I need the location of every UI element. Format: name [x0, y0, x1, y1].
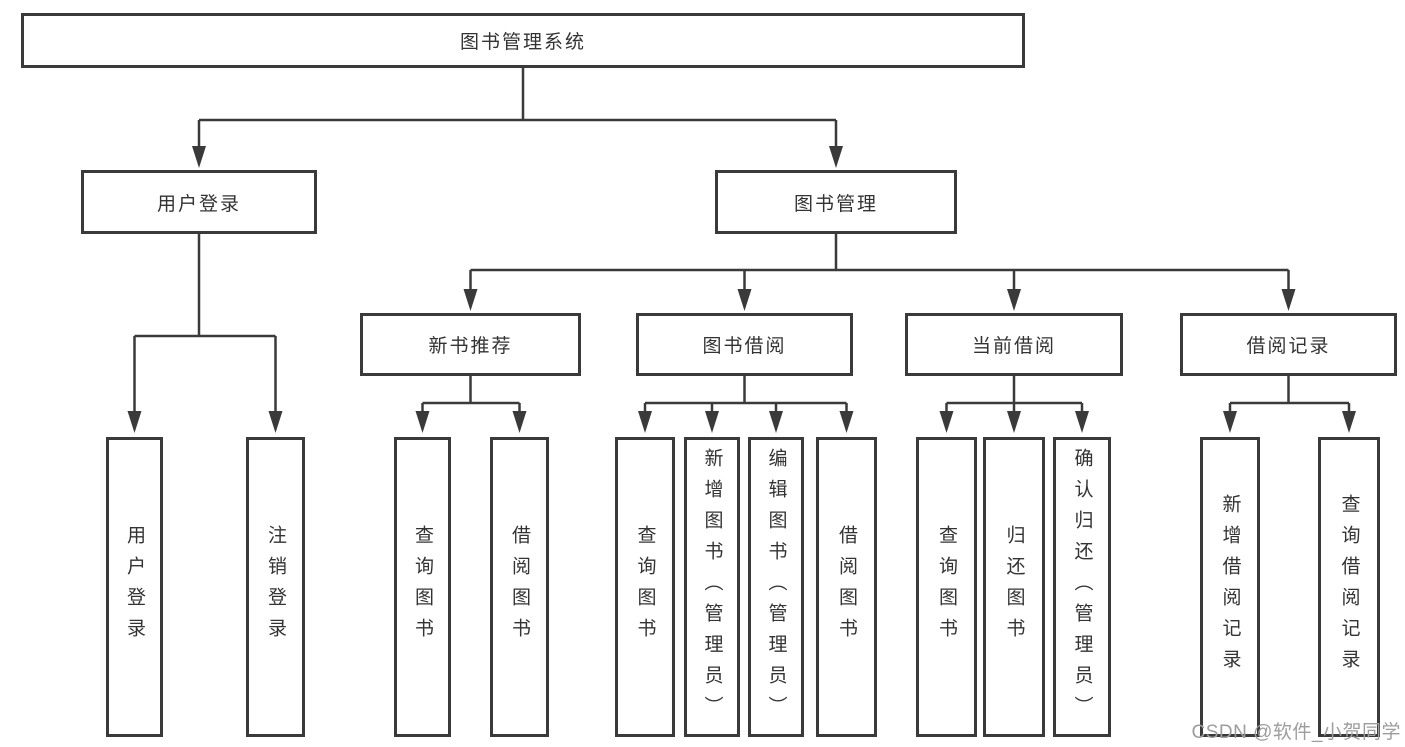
leaf-user-login: 用户登录: [106, 437, 163, 737]
leaf-confirm-return-admin: 确认归还（管理员）: [1053, 437, 1111, 737]
node-library-system-label: 图书管理系统: [459, 32, 586, 53]
leaf-query-books-borrowing-label: 查询图书: [634, 525, 656, 649]
leaf-return-books: 归还图书: [983, 437, 1045, 737]
leaf-return-books-label: 归还图书: [1003, 525, 1025, 649]
leaf-query-books-current: 查询图书: [916, 437, 977, 737]
node-borrow-records: 借阅记录: [1180, 313, 1397, 376]
leaf-query-books-recommend: 查询图书: [394, 437, 451, 737]
leaf-query-borrow-record: 查询借阅记录: [1318, 437, 1380, 737]
node-user-login: 用户登录: [81, 170, 317, 234]
node-library-system: 图书管理系统: [21, 13, 1025, 68]
leaf-add-borrow-record: 新增借阅记录: [1200, 437, 1260, 737]
arrowheads: [127, 146, 1356, 433]
node-book-borrowing-label: 图书借阅: [702, 336, 787, 357]
csdn-watermark: CSDN @软件_小贺同学: [1191, 722, 1401, 743]
leaf-add-borrow-record-label: 新增借阅记录: [1219, 494, 1241, 680]
leaf-borrow-books-borrowing: 借阅图书: [816, 437, 877, 737]
node-user-login-label: 用户登录: [156, 193, 241, 215]
leaf-borrow-books-recommend-label: 借阅图书: [509, 525, 530, 649]
leaf-edit-book-admin-label: 编辑图书（管理员）: [765, 447, 787, 727]
node-current-borrowing-label: 当前借阅: [971, 336, 1056, 357]
leaf-query-books-borrowing: 查询图书: [615, 437, 675, 737]
node-current-borrowing: 当前借阅: [905, 313, 1123, 376]
leaf-borrow-books-recommend: 借阅图书: [490, 437, 549, 737]
node-book-management: 图书管理: [715, 170, 957, 234]
node-new-book-recommendation: 新书推荐: [360, 313, 581, 376]
leaf-logout-label: 注销登录: [265, 525, 286, 649]
leaf-add-book-admin-label: 新增图书（管理员）: [701, 447, 723, 727]
node-book-management-label: 图书管理: [793, 193, 878, 215]
node-book-borrowing: 图书借阅: [636, 313, 853, 376]
leaf-query-borrow-record-label: 查询借阅记录: [1338, 494, 1360, 680]
leaf-user-login-label: 用户登录: [124, 525, 145, 649]
node-borrow-records-label: 借阅记录: [1246, 336, 1331, 357]
leaf-confirm-return-admin-label: 确认归还（管理员）: [1071, 447, 1093, 727]
leaf-borrow-books-borrowing-label: 借阅图书: [836, 525, 857, 649]
leaf-logout: 注销登录: [246, 437, 305, 737]
leaf-edit-book-admin: 编辑图书（管理员）: [748, 437, 804, 737]
leaf-query-books-recommend-label: 查询图书: [412, 525, 433, 649]
leaf-add-book-admin: 新增图书（管理员）: [684, 437, 740, 737]
leaf-query-books-current-label: 查询图书: [936, 525, 957, 649]
node-new-book-recommendation-label: 新书推荐: [428, 336, 513, 357]
